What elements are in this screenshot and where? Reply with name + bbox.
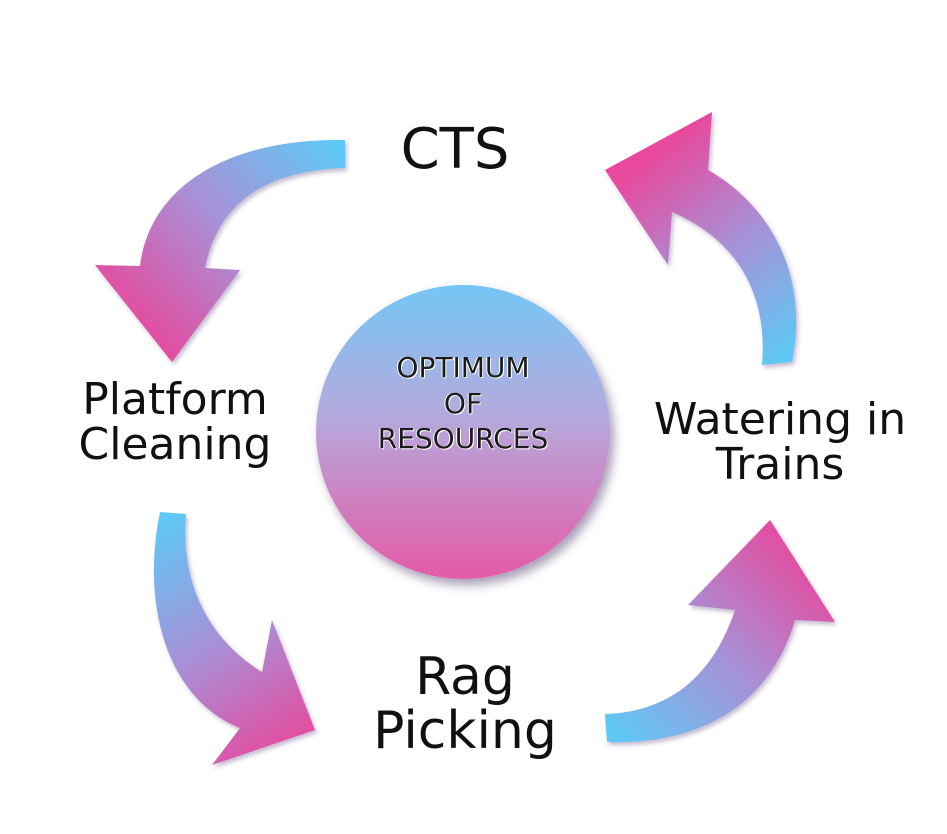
node-platform-cleaning-line-2: Cleaning bbox=[78, 418, 272, 470]
arrow-rag-picking-to-watering bbox=[605, 520, 835, 743]
node-rag-picking-line-1: Rag bbox=[415, 647, 515, 707]
node-platform-cleaning: Platform Cleaning bbox=[40, 374, 310, 470]
center-label-line-1: OPTIMUM bbox=[396, 351, 530, 384]
node-rag-picking-line-2: Picking bbox=[373, 701, 557, 762]
node-platform-cleaning-line-1: Platform bbox=[82, 374, 268, 425]
node-watering-in-trains-line-2: Trains bbox=[715, 438, 845, 490]
node-watering-in-trains-line-1: Watering in bbox=[653, 394, 907, 445]
node-cts-line-1: CTS bbox=[400, 117, 510, 182]
node-rag-picking: Rag Picking bbox=[340, 650, 590, 758]
center-label: OPTIMUM OF RESOURCES bbox=[316, 350, 610, 457]
node-cts: CTS bbox=[355, 122, 555, 178]
center-label-line-3: RESOURCES bbox=[377, 422, 549, 456]
arrow-platform-cleaning-to-rag-picking bbox=[153, 512, 315, 765]
arrow-cts-to-platform-cleaning bbox=[95, 139, 345, 362]
node-watering-in-trains: Watering in Trains bbox=[640, 394, 920, 490]
center-label-line-2: OF bbox=[443, 386, 483, 420]
arrow-watering-to-cts bbox=[605, 112, 797, 365]
center-circle bbox=[316, 285, 610, 579]
